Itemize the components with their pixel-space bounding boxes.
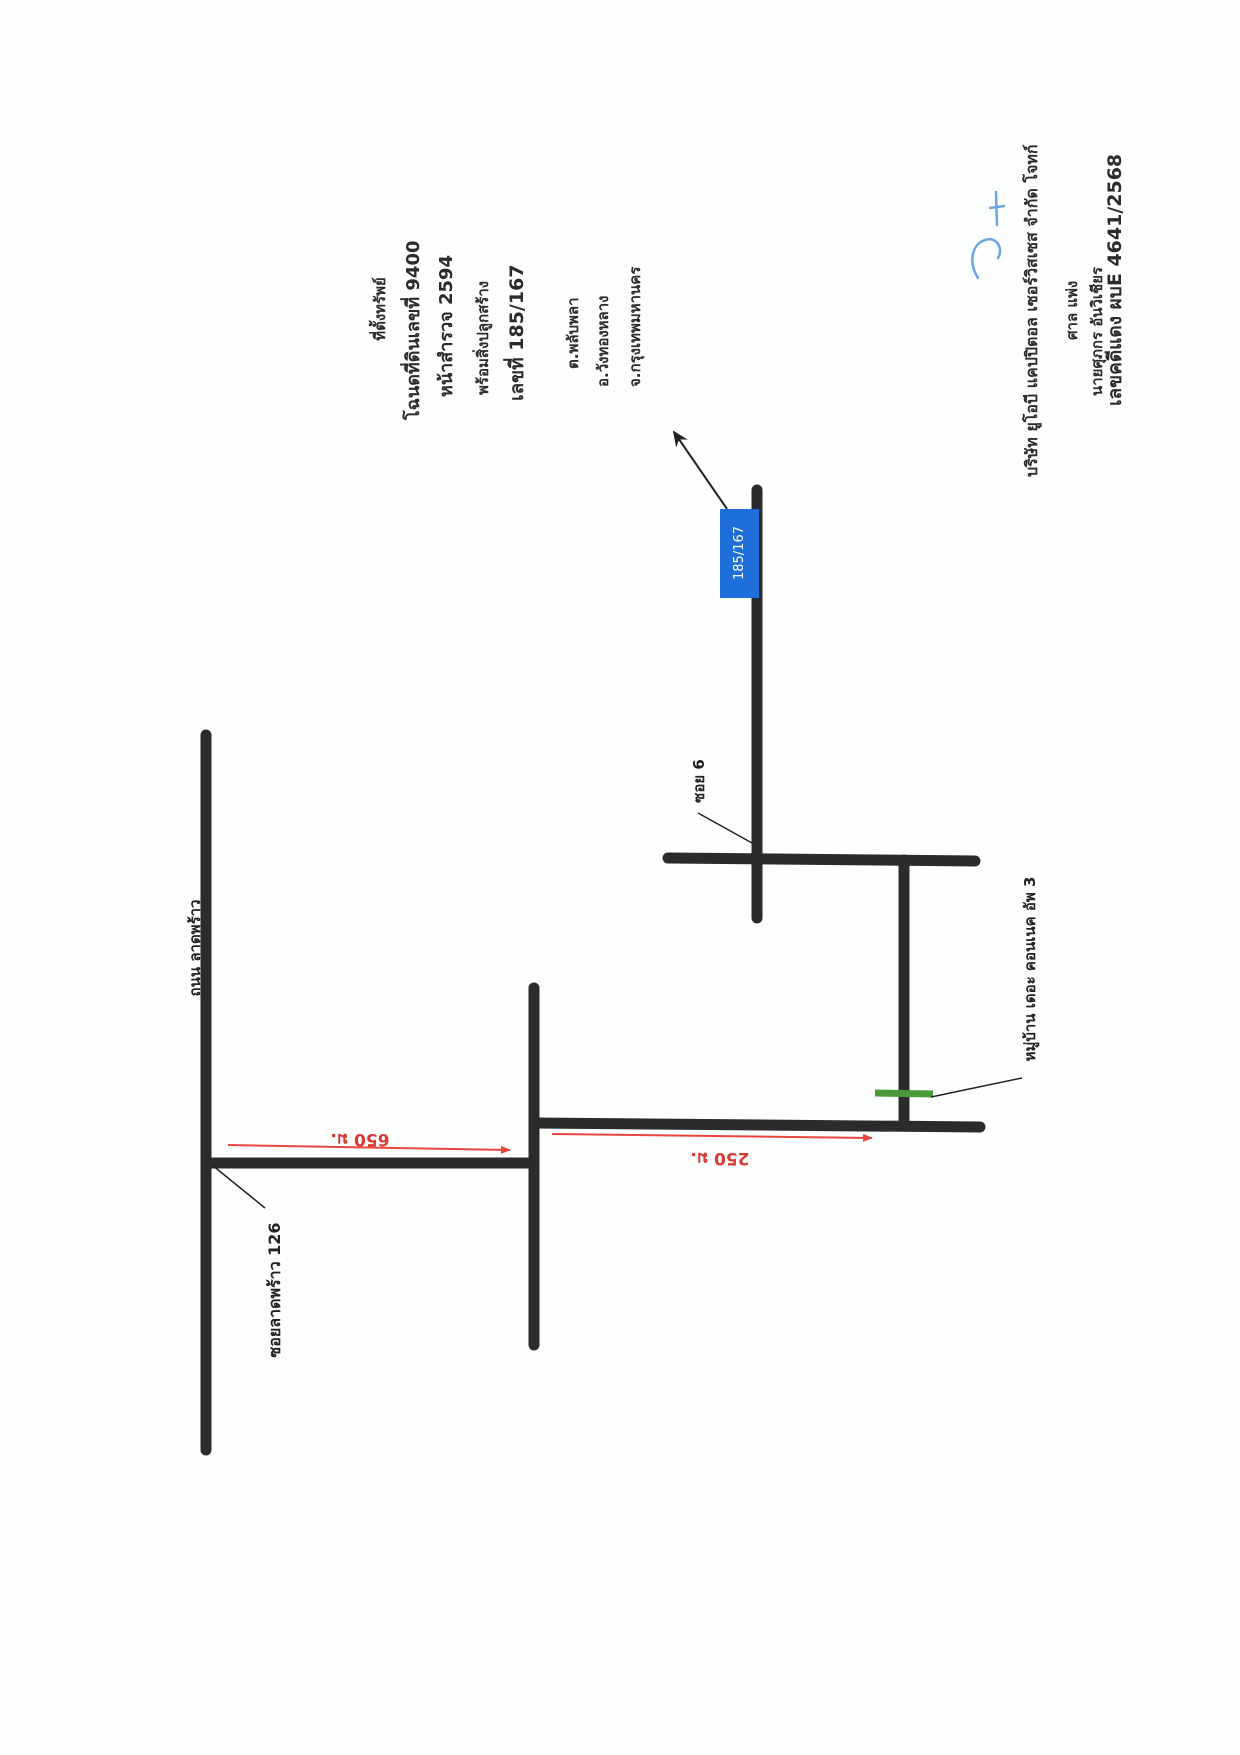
village-gate-mark (874, 1089, 934, 1098)
district: อ.วังทองหลาง (594, 295, 612, 387)
signature-mark-icon (971, 190, 1006, 280)
leader-village (930, 1077, 1023, 1098)
distance-arrows (227, 1133, 873, 1154)
house-number: เลขที่ 185/167 (506, 264, 528, 401)
subdistrict: ต.พลับพลา (564, 297, 582, 369)
road-horizontal-2 (528, 1117, 986, 1133)
road-horizontal-3 (662, 852, 981, 867)
plot-label: 185/167 (732, 526, 747, 581)
court: ศาล แพ่ง (1063, 280, 1081, 340)
title-deed: โฉนดที่ดินเลขที่ 9400 (403, 240, 424, 421)
distance-label-250: 250 ม. (690, 1148, 750, 1168)
distance-arrow-250 (551, 1133, 873, 1142)
village-label: หมู่บ้าน เดอะ คอนเนค อัพ 3 (1021, 876, 1039, 1062)
roads (200, 484, 986, 1456)
distance-label-650: 650 ม. (330, 1129, 390, 1149)
plot-box (720, 509, 759, 598)
building-note: พร้อมสิ่งปลูกสร้าง (474, 280, 492, 395)
leader-lines (211, 812, 1023, 1209)
road-ladprao-label: ถนน ลาดพร้าว (186, 899, 204, 997)
survey-page: หน้าสำรวจ 2594 (436, 254, 457, 397)
soi-126-label: ซอยลาดพร้าว 126 (265, 1222, 284, 1358)
distance-arrow-650 (227, 1144, 511, 1154)
red-case-number: เลขคดีแดง ผบE 4641/2568 (1104, 153, 1126, 406)
direction-arrow-icon (672, 430, 728, 510)
leader-soi-126 (211, 1164, 266, 1209)
leader-soi-6 (697, 812, 753, 844)
property-heading: ที่ตั้งทรัพย์ (371, 277, 389, 341)
plaintiff: บริษัท ยูโอบี แคปปิตอล เซอร์วิสเซส จำกัด… (1022, 144, 1041, 477)
soi-6-label: ซอย 6 (690, 759, 708, 803)
province: จ.กรุงเทพมหานคร (626, 266, 644, 387)
